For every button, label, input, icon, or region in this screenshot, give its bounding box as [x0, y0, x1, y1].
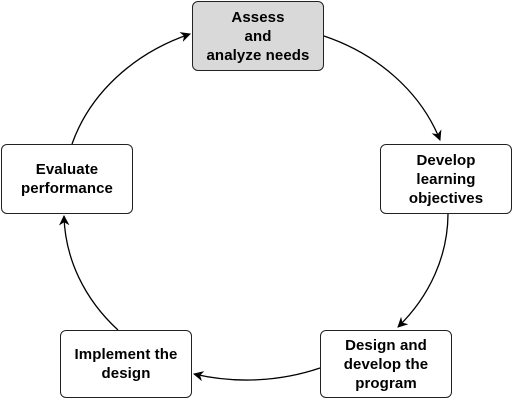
arrow-develop-to-design — [397, 213, 449, 328]
step-assess-needs: Assess and analyze needs — [192, 1, 324, 71]
arrow-implement-to-evaluate — [59, 214, 119, 331]
arrow-design-to-implement — [192, 367, 321, 382]
step-design-program: Design and develop the program — [320, 330, 452, 398]
step-develop-objectives: Develop learning objectives — [380, 144, 512, 214]
step-implement-design: Implement the design — [60, 330, 192, 398]
step-evaluate-performance: Evaluate performance — [1, 144, 133, 214]
arrow-evaluate-to-assess — [71, 32, 191, 145]
arrow-assess-to-develop — [323, 35, 442, 141]
